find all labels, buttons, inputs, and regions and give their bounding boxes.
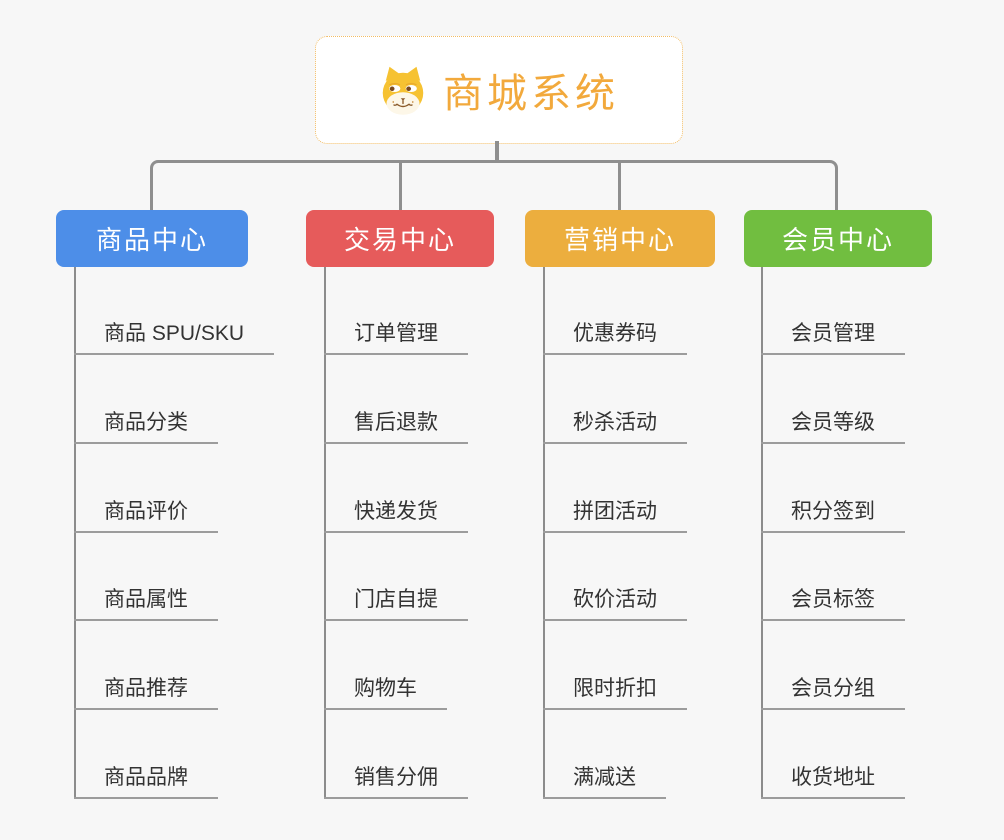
sub-item[interactable]: 商品评价 — [74, 489, 218, 533]
connector-drop-3 — [618, 163, 621, 210]
sub-item[interactable]: 会员管理 — [761, 311, 905, 355]
root-title: 商城系统 — [443, 72, 619, 116]
connector-frame — [150, 160, 838, 213]
sub-item[interactable]: 门店自提 — [324, 577, 468, 621]
sub-item[interactable]: 会员等级 — [761, 400, 905, 444]
connector-drop-2 — [399, 163, 402, 210]
branch-column-product: 商品 SPU/SKU 商品分类 商品评价 商品属性 商品推荐 商品品牌 — [74, 267, 314, 807]
sub-item[interactable]: 会员标签 — [761, 577, 905, 621]
sub-item[interactable]: 商品 SPU/SKU — [74, 311, 275, 355]
sub-item[interactable]: 满减送 — [543, 755, 666, 799]
branch-column-member: 会员管理 会员等级 积分签到 会员标签 会员分组 收货地址 — [761, 267, 1001, 807]
sub-item[interactable]: 会员分组 — [761, 666, 905, 710]
branch-column-trade: 订单管理 售后退款 快递发货 门店自提 购物车 销售分佣 — [324, 267, 564, 807]
sub-item[interactable]: 商品分类 — [74, 400, 218, 444]
sub-item[interactable]: 拼团活动 — [543, 489, 687, 533]
sub-item[interactable]: 商品推荐 — [74, 666, 218, 710]
connector-root-stem — [495, 141, 499, 162]
sub-item[interactable]: 售后退款 — [324, 400, 468, 444]
sub-item[interactable]: 积分签到 — [761, 489, 905, 533]
branch-node-marketing-center[interactable]: 营销中心 — [525, 210, 715, 267]
branch-node-trade-center[interactable]: 交易中心 — [306, 210, 494, 267]
doge-icon — [382, 66, 424, 115]
branch-node-product-center[interactable]: 商品中心 — [56, 210, 248, 267]
sub-item[interactable]: 快递发货 — [324, 489, 468, 533]
sub-item[interactable]: 销售分佣 — [324, 755, 468, 799]
sub-item[interactable]: 秒杀活动 — [543, 400, 687, 444]
sub-item[interactable]: 限时折扣 — [543, 666, 687, 710]
sub-item[interactable]: 购物车 — [324, 666, 447, 710]
sub-item[interactable]: 商品属性 — [74, 577, 218, 621]
sub-item[interactable]: 收货地址 — [761, 755, 905, 799]
sub-item[interactable]: 商品品牌 — [74, 755, 218, 799]
sub-item[interactable]: 优惠券码 — [543, 311, 687, 355]
sub-item[interactable]: 订单管理 — [324, 311, 468, 355]
root-node[interactable]: 商城系统 — [315, 36, 683, 144]
branch-column-marketing: 优惠券码 秒杀活动 拼团活动 砍价活动 限时折扣 满减送 — [543, 267, 783, 807]
sub-item[interactable]: 砍价活动 — [543, 577, 687, 621]
branch-node-member-center[interactable]: 会员中心 — [744, 210, 932, 267]
